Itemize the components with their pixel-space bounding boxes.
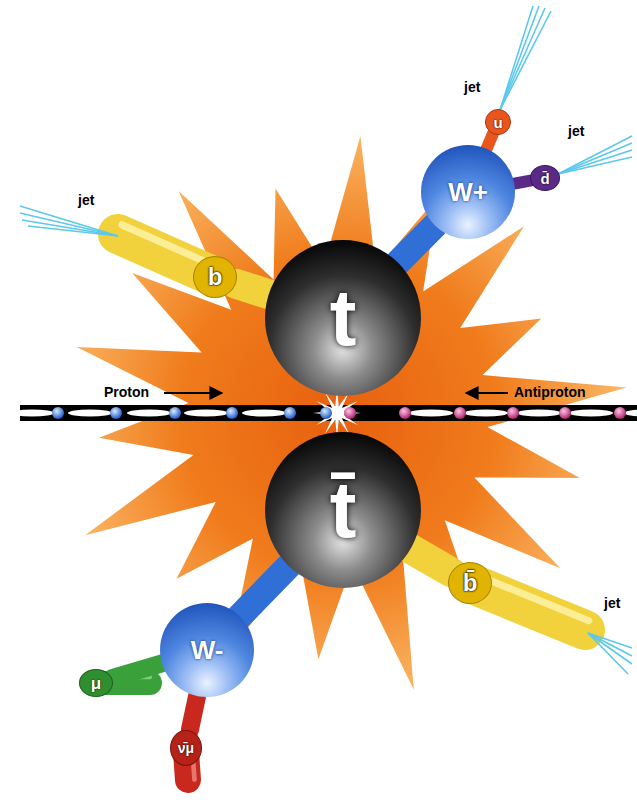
particle-symbol: b̄: [463, 571, 478, 595]
jet-spray: [558, 143, 632, 174]
jet-spray: [588, 633, 632, 664]
beam-streak: [242, 410, 286, 417]
particle-symbol: ν̄μ: [178, 741, 194, 755]
particle-symbol: u: [493, 115, 502, 130]
antiproton-dot: [614, 407, 626, 419]
beam-streak: [409, 410, 453, 417]
decay-stalk: [240, 566, 289, 616]
top-quark-sphere: t̄: [265, 432, 421, 588]
beam-streak: [68, 410, 112, 417]
jet-spray: [558, 136, 632, 174]
quark-capsule: u: [485, 109, 511, 135]
jet-label: jet: [604, 596, 620, 611]
neutrino-capsule: ν̄μ: [170, 730, 202, 766]
particle-symbol: t̄: [330, 470, 357, 550]
decay-stalk: [398, 225, 435, 262]
proton-dot: [284, 407, 296, 419]
proton-dot: [169, 407, 181, 419]
jet-spray: [588, 633, 632, 656]
collision-flash: [313, 389, 361, 437]
beam-streak: [10, 410, 54, 417]
jet-spray: [588, 633, 628, 674]
top-quark-sphere: t: [265, 240, 421, 396]
antiproton-dot: [344, 407, 356, 419]
jet-spray: [28, 226, 118, 236]
quark-capsule: b̄: [448, 562, 492, 604]
lepton-capsule: μ: [79, 669, 113, 697]
proton-dot: [226, 407, 238, 419]
beam-label: Antiproton: [514, 385, 586, 400]
jet-spray: [558, 157, 632, 174]
antiproton-dot: [454, 407, 466, 419]
quark-capsule: b: [193, 256, 237, 298]
antiproton-dot: [559, 407, 571, 419]
w-boson-sphere: W+: [421, 145, 515, 239]
particle-symbol: W-: [191, 637, 224, 663]
jet-label: jet: [464, 80, 480, 95]
particle-symbol: d̄: [540, 171, 549, 186]
energy-starburst: [77, 136, 627, 690]
beam-streak: [517, 410, 561, 417]
w-boson-sphere: W-: [160, 603, 254, 697]
jet-spray: [20, 213, 118, 236]
jet-spray: [500, 6, 533, 110]
beam-streak: [569, 410, 613, 417]
jet-spray: [500, 6, 539, 110]
decay-stalk: [190, 696, 197, 731]
decay-stalk: [487, 134, 493, 149]
antiproton-dot: [507, 407, 519, 419]
beam-arrow: [164, 392, 222, 394]
decay-stalk: [514, 181, 530, 184]
proton-dot: [110, 407, 122, 419]
jet-spray: [500, 11, 551, 110]
decay-stalk: [236, 284, 269, 295]
antiproton-dot: [399, 407, 411, 419]
jet-spray: [20, 206, 118, 236]
decay-stalk: [411, 549, 452, 572]
beam-streak: [464, 410, 508, 417]
jet-spray: [500, 8, 545, 110]
beam-streak: [184, 410, 228, 417]
proton-dot: [320, 407, 332, 419]
proton-dot: [52, 407, 64, 419]
particle-symbol: μ: [91, 675, 101, 692]
beam-arrow: [466, 392, 508, 394]
decay-stalk: [112, 663, 162, 678]
jet-spray: [22, 220, 118, 236]
particle-symbol: t: [330, 278, 357, 358]
beam-label: Proton: [104, 385, 149, 400]
particle-symbol: b: [208, 265, 223, 289]
jet-spray: [558, 150, 632, 174]
jet-label: jet: [78, 193, 94, 208]
beam-streak: [127, 410, 171, 417]
jet-label: jet: [568, 124, 584, 139]
particle-symbol: W+: [448, 179, 488, 205]
quark-capsule: d̄: [530, 165, 560, 191]
